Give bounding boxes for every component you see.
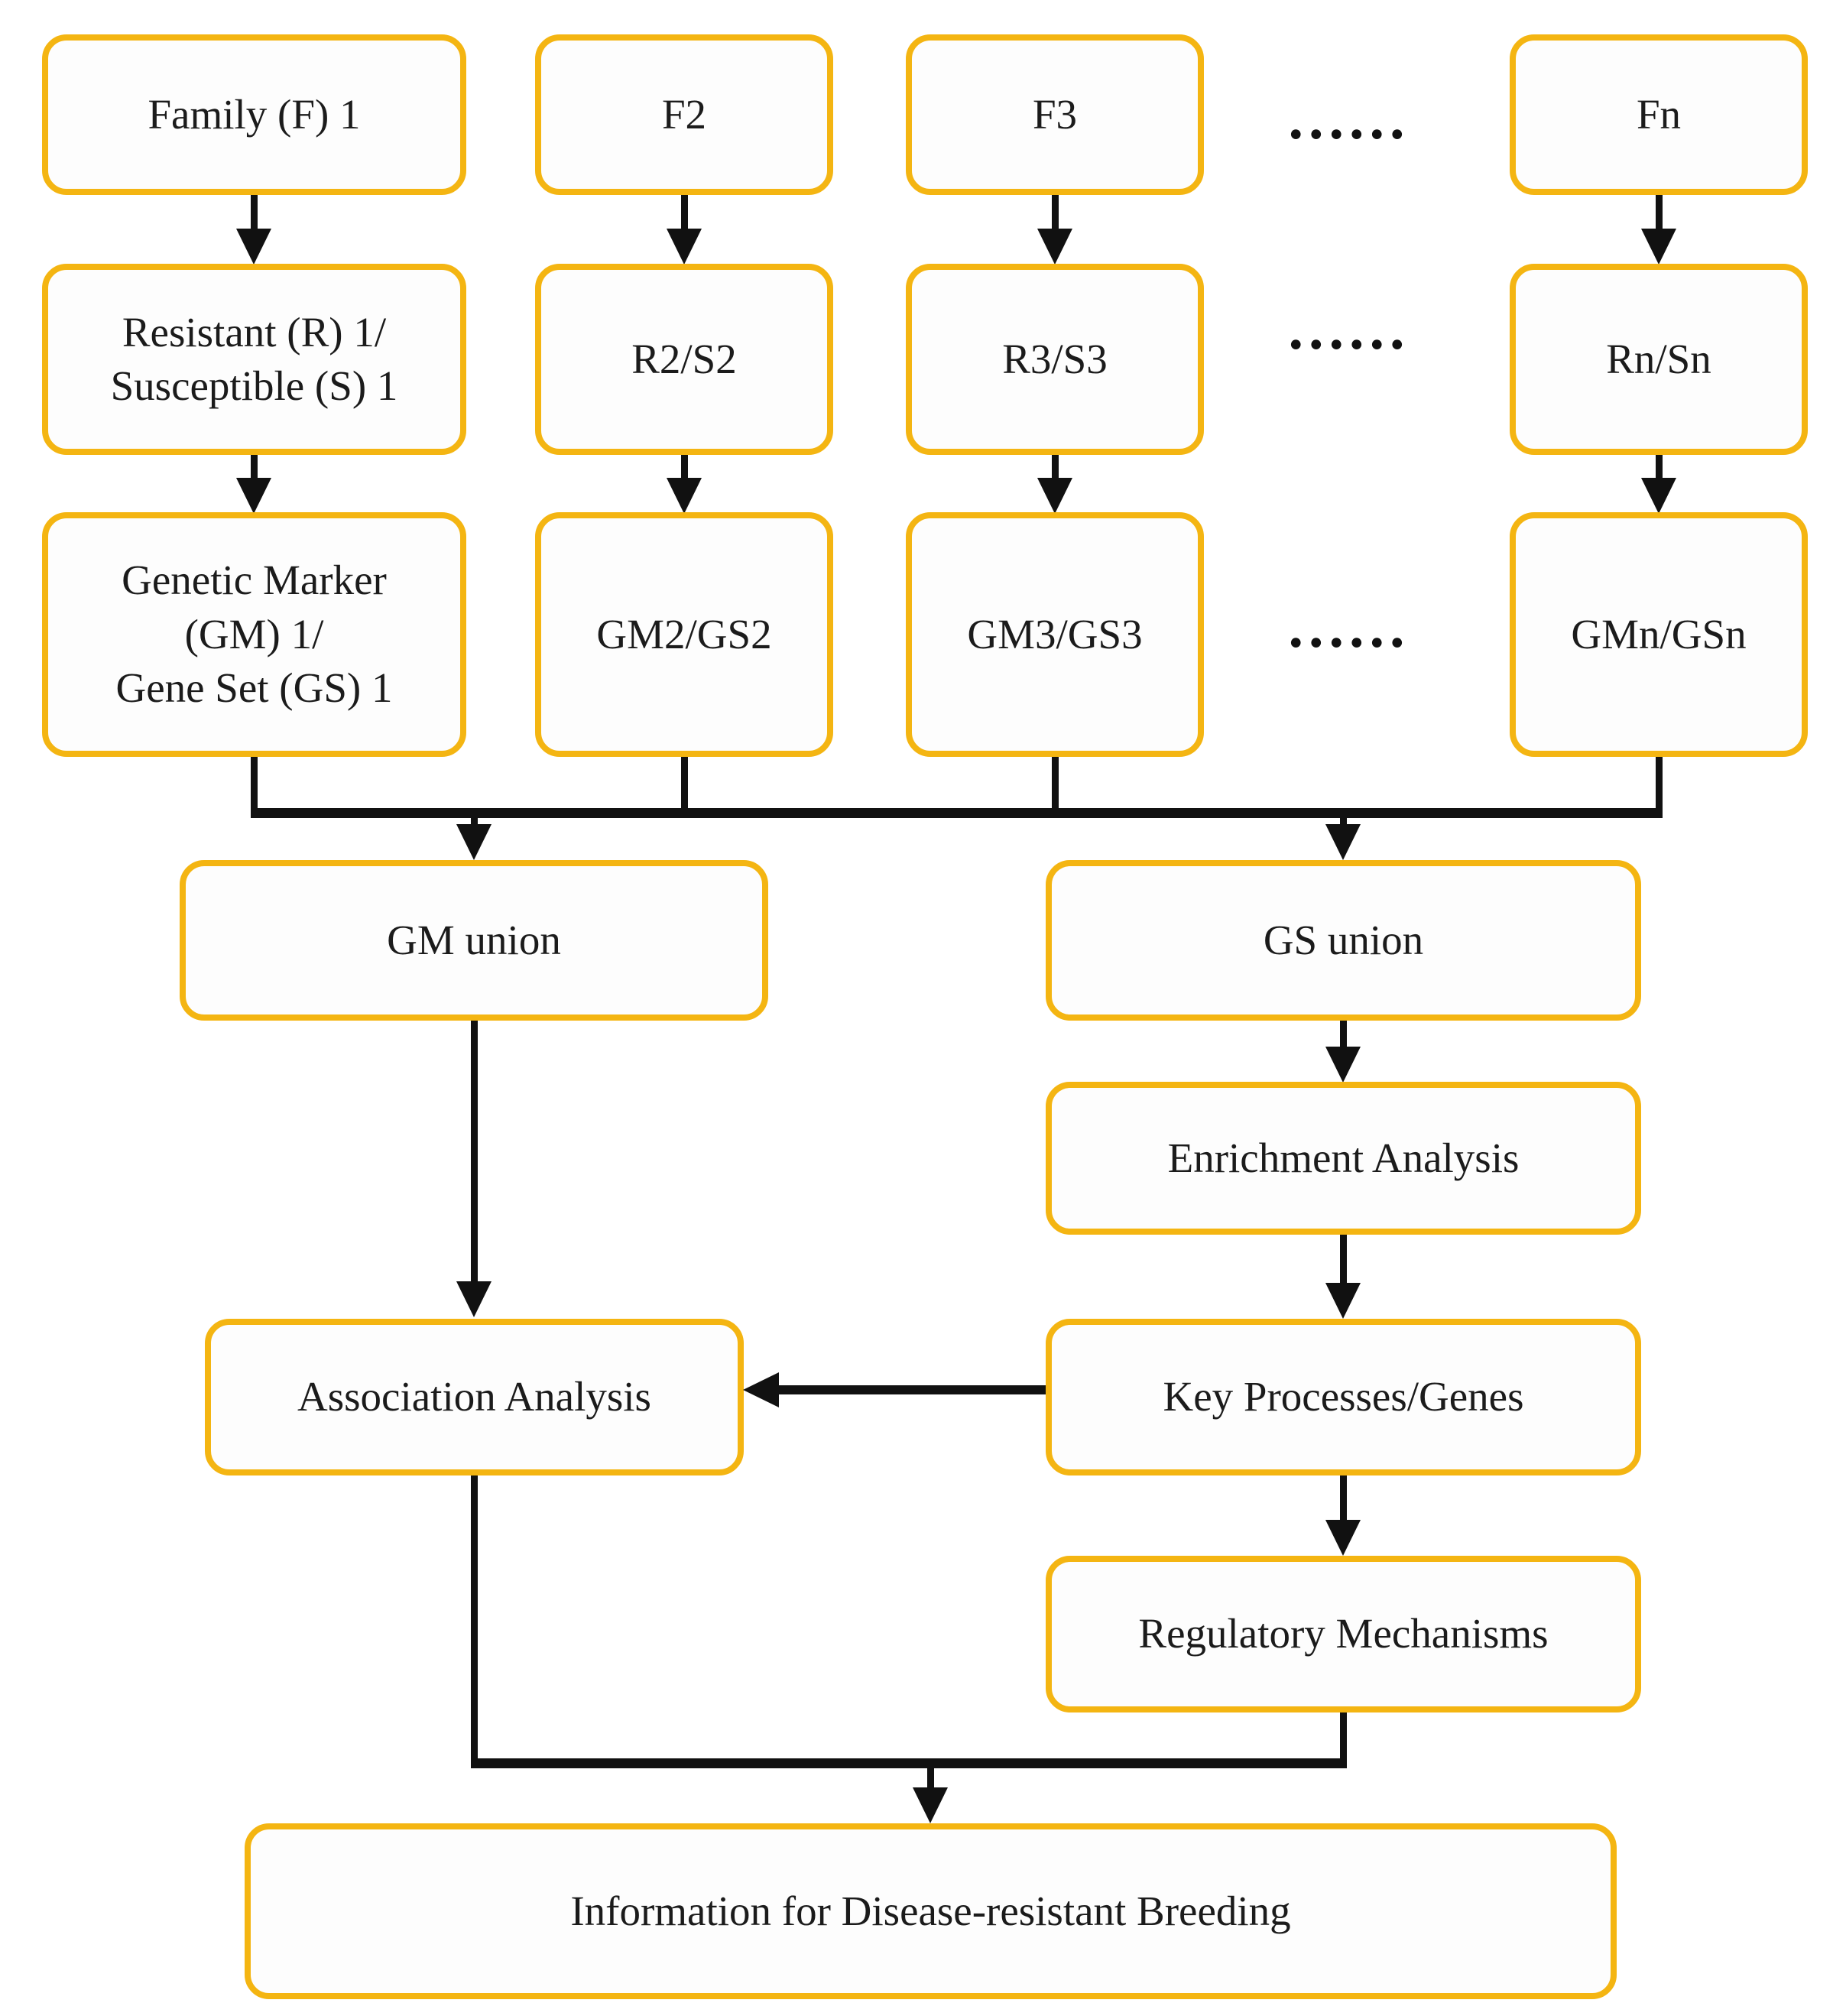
ellipsis-row-families: ...... (1288, 85, 1410, 151)
arrow-fn-rsn-stem (1656, 195, 1663, 232)
bus-line-markers (251, 808, 1663, 818)
arrow-rs2-gm2-stem (681, 455, 688, 482)
arrow-keyprocesses-regulatory-stem (1340, 1475, 1347, 1523)
node-regulatory-mechanisms: Regulatory Mechanisms (1046, 1556, 1641, 1712)
arrow-f1-rs1-head (236, 229, 271, 265)
arrow-rs1-gm1-head (236, 478, 271, 514)
arrow-rs3-gm3-stem (1052, 455, 1059, 482)
join-bottom-line (471, 1758, 1347, 1768)
arrow-f2-rs2-head (667, 229, 702, 265)
bus-stub-gm1 (251, 757, 258, 816)
arrow-gsunion-enrichment-head (1325, 1047, 1361, 1083)
arrow-rsn-gmn-stem (1656, 455, 1663, 482)
ellipsis-row-phenotypes: ...... (1288, 295, 1410, 362)
node-family-1: Family (F) 1 (42, 34, 466, 195)
node-family-2: F2 (535, 34, 833, 195)
bus-stub-gm2 (681, 757, 688, 816)
arrow-bus-gmunion-stem (471, 810, 478, 829)
arrow-keyprocesses-association-head (743, 1372, 779, 1407)
arrow-gmunion-association-stem (471, 1021, 478, 1284)
node-family-3: F3 (906, 34, 1204, 195)
arrow-rs1-gm1-stem (251, 455, 258, 482)
arrow-gmunion-association-head (456, 1281, 492, 1317)
arrow-f2-rs2-stem (681, 195, 688, 232)
arrow-bus-gmunion-head (456, 824, 492, 860)
bus-stub-gmn (1656, 757, 1663, 816)
node-gm3-gs3: GM3/GS3 (906, 512, 1204, 757)
node-gmn-gsn: GMn/GSn (1510, 512, 1808, 757)
arrow-keyprocesses-regulatory-head (1325, 1520, 1361, 1556)
arrow-join-information-stem (927, 1758, 934, 1790)
node-gm2-gs2: GM2/GS2 (535, 512, 833, 757)
node-genetic-marker-gene-set-1: Genetic Marker (GM) 1/ Gene Set (GS) 1 (42, 512, 466, 757)
node-key-processes-genes: Key Processes/Genes (1046, 1319, 1641, 1475)
arrow-f3-rs3-stem (1052, 195, 1059, 232)
node-r2-s2: R2/S2 (535, 264, 833, 455)
arrow-enrichment-keyprocesses-stem (1340, 1235, 1347, 1286)
node-enrichment-analysis: Enrichment Analysis (1046, 1082, 1641, 1235)
arrow-bus-gsunion-stem (1340, 810, 1347, 829)
arrow-rsn-gmn-head (1641, 478, 1676, 514)
arrow-join-information-head (913, 1787, 948, 1823)
bus-stub-gm3 (1052, 757, 1059, 816)
arrow-keyprocesses-association-stem (777, 1385, 1046, 1394)
node-family-n: Fn (1510, 34, 1808, 195)
join-association-down-line (471, 1475, 478, 1768)
node-r3-s3: R3/S3 (906, 264, 1204, 455)
node-gs-union: GS union (1046, 860, 1641, 1021)
arrow-bus-gsunion-head (1325, 824, 1361, 860)
node-resistant-susceptible-1: Resistant (R) 1/ Susceptible (S) 1 (42, 264, 466, 455)
node-gm-union: GM union (180, 860, 768, 1021)
ellipsis-row-markers: ...... (1288, 593, 1410, 660)
join-regulatory-down-line (1340, 1712, 1347, 1768)
arrow-f3-rs3-head (1037, 229, 1072, 265)
node-information-breeding: Information for Disease-resistant Breedi… (245, 1823, 1617, 1999)
arrow-gsunion-enrichment-stem (1340, 1021, 1347, 1050)
arrow-fn-rsn-head (1641, 229, 1676, 265)
arrow-f1-rs1-stem (251, 195, 258, 232)
node-association-analysis: Association Analysis (205, 1319, 744, 1475)
arrow-rs3-gm3-head (1037, 478, 1072, 514)
node-rn-sn: Rn/Sn (1510, 264, 1808, 455)
arrow-enrichment-keyprocesses-head (1325, 1283, 1361, 1319)
arrow-rs2-gm2-head (667, 478, 702, 514)
